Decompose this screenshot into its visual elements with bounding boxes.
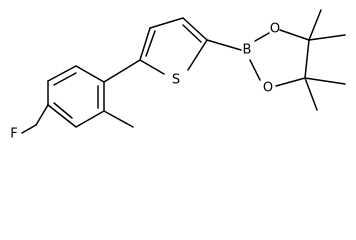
bond-aryl-thienyl — [103, 59, 141, 83]
bond-thiophene-s-c5 — [139, 59, 165, 75]
bond-benzene-inner-3 — [53, 102, 73, 119]
atom-label-fluorine: F — [10, 127, 17, 142]
bond-benzene-c4-c5 — [75, 65, 105, 83]
atom-labels: F S B O O — [10, 22, 280, 142]
bond-b-o-bottom — [249, 59, 261, 81]
bond-b-o-top — [254, 32, 270, 42]
bond-c-c-pinacol — [304, 39, 310, 79]
bond-o-top-c — [279, 29, 310, 41]
atom-label-sulfur: S — [172, 73, 180, 88]
bond-c-methyl — [103, 110, 134, 128]
bond-thiophene-inner-2 — [182, 24, 202, 43]
bond-thiophene-inner-1 — [145, 30, 156, 57]
bonds — [21, 9, 346, 134]
bond-benzene-c6-c1 — [75, 110, 105, 128]
bond-thiophene-c5-c4 — [139, 27, 151, 61]
bond-thiophene-c2-s — [187, 39, 208, 71]
atom-label-oxygen-bottom: O — [263, 81, 273, 96]
chemical-structure: F S B O O — [10, 9, 346, 142]
bond-pinacol-methyl-2 — [308, 34, 346, 41]
bond-thienyl-boron — [206, 39, 242, 51]
bond-o-bottom-c — [275, 77, 306, 87]
bond-benzene-c3-c4 — [47, 65, 77, 82]
bond-benzene-c1-c2 — [35, 104, 49, 126]
bond-thiophene-c4-c3 — [149, 17, 184, 29]
bond-c-f — [21, 124, 37, 134]
bond-pinacol-methyl-3 — [304, 77, 346, 85]
atom-label-oxygen-top: O — [270, 22, 280, 37]
atom-label-boron: B — [243, 43, 252, 58]
bond-pinacol-methyl-1 — [308, 9, 322, 41]
bond-pinacol-methyl-4 — [304, 77, 318, 111]
bond-benzene-inner-1 — [53, 72, 77, 86]
bond-thiophene-c3-c2 — [182, 17, 208, 41]
bond-benzene-c1-c1b — [47, 104, 77, 128]
